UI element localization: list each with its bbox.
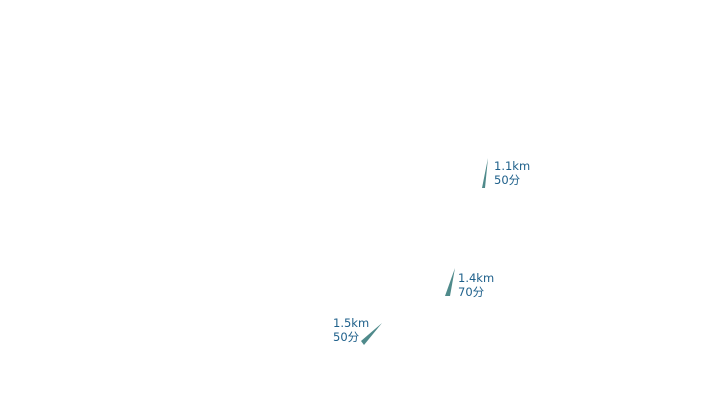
- marker-distance: 1.5km: [333, 316, 370, 330]
- wedge-marker-icon: [482, 158, 488, 188]
- wedge-marker-icon: [361, 323, 382, 345]
- marker-label: 1.1km 50分: [494, 159, 530, 187]
- marker-distance: 1.1km: [494, 159, 531, 173]
- marker-time: 50分: [333, 330, 360, 344]
- wedge-marker-icon: [445, 268, 455, 296]
- marker-distance: 1.4km: [458, 271, 495, 285]
- marker-time: 70分: [458, 285, 485, 299]
- marker-label: 1.5km 50分: [333, 316, 369, 344]
- marker-label: 1.4km 70分: [458, 271, 494, 299]
- marker-time: 50分: [494, 173, 521, 187]
